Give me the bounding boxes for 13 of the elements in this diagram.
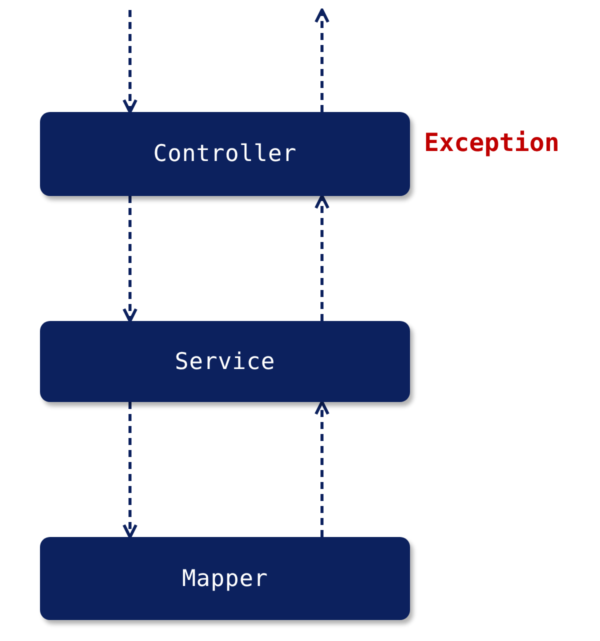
dashed-arrow [314, 194, 330, 321]
exception-label: Exception [424, 128, 560, 157]
dashed-arrow [122, 10, 138, 114]
dashed-arrow [314, 400, 330, 537]
dashed-arrow [122, 196, 138, 322]
layer-name: Mapper [182, 566, 268, 592]
layer-name: Controller [153, 141, 297, 167]
dashed-arrow [314, 8, 330, 112]
dashed-arrow [122, 402, 138, 538]
layer-box [40, 112, 410, 196]
layer-name: Service [174, 348, 276, 374]
layer-box [40, 321, 410, 402]
layer-box [40, 537, 410, 620]
